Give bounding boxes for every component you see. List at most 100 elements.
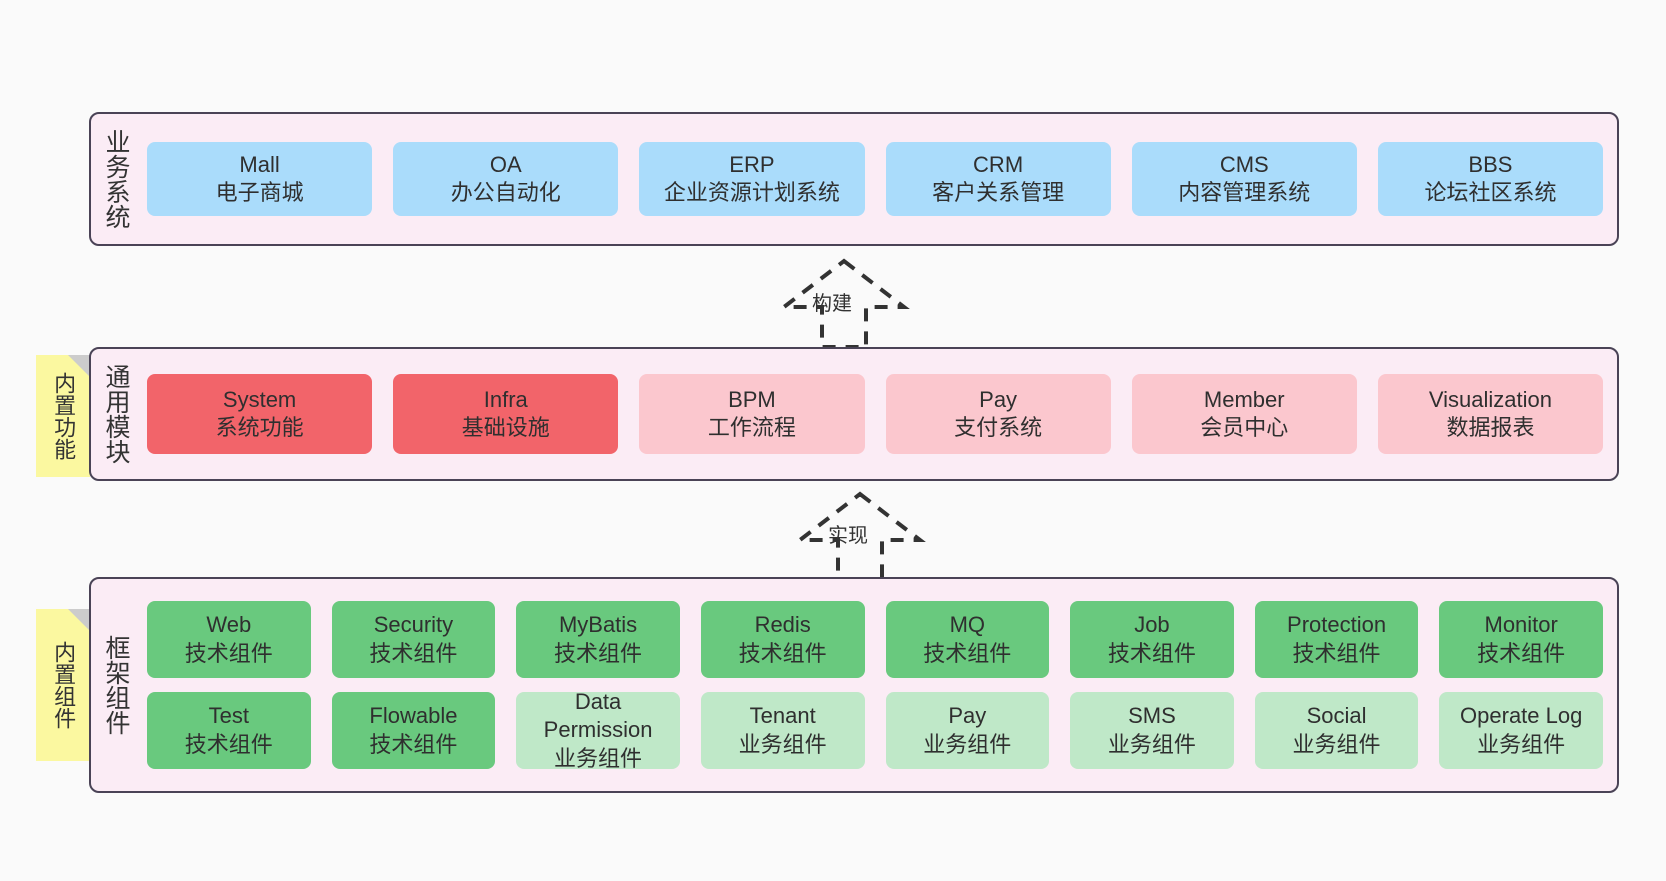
card-flowable[interactable]: Flowable 技术组件 [331, 692, 496, 769]
card-title-en: MQ [949, 612, 986, 638]
card-title-cn: 业务组件 [1107, 731, 1196, 757]
card-title-cn: 技术组件 [369, 731, 458, 757]
card-job[interactable]: Job 技术组件 [1070, 601, 1234, 678]
card-system[interactable]: System 系统功能 [147, 374, 373, 454]
card-tenant[interactable]: Tenant 业务组件 [700, 692, 865, 769]
card-monitor[interactable]: Monitor 技术组件 [1439, 601, 1603, 678]
card-web[interactable]: Web 技术组件 [147, 601, 311, 678]
card-title-cn: 基础设施 [461, 415, 550, 440]
dashed-generalization-arrow-icon [794, 491, 926, 582]
card-title-cn: 客户关系管理 [932, 180, 1065, 205]
card-title-cn: 论坛社区系统 [1424, 180, 1557, 205]
card-title-en: Monitor [1484, 612, 1558, 638]
card-title-cn: 技术组件 [738, 640, 827, 666]
card-crm[interactable]: CRM 客户关系管理 [885, 142, 1111, 216]
card-title-en: Visualization [1428, 386, 1552, 412]
layer-title-framework: 框架组件 [102, 635, 130, 735]
layer-body-business: Mall 电子商城 OA 办公自动化 ERP 企业资源计划系统 CRM 客户关系… [141, 114, 1617, 244]
layer-body-framework: Web 技术组件 Security 技术组件 MyBatis 技术组件 Redi… [141, 579, 1617, 791]
card-bpm[interactable]: BPM 工作流程 [639, 374, 865, 454]
card-redis[interactable]: Redis 技术组件 [700, 601, 865, 678]
card-title-cn: 办公自动化 [450, 180, 561, 205]
arrow-label-implement: 实现 [828, 525, 868, 547]
card-bbs[interactable]: BBS 论坛社区系统 [1377, 142, 1604, 216]
card-data-permission[interactable]: Data Permission 业务组件 [516, 689, 680, 771]
card-pay-component[interactable]: Pay 业务组件 [885, 692, 1050, 769]
card-title-en: Tenant [749, 703, 816, 729]
card-title-en: Job [1134, 612, 1170, 638]
card-visualization[interactable]: Visualization 数据报表 [1377, 374, 1604, 454]
card-cms[interactable]: CMS 内容管理系统 [1131, 142, 1357, 216]
card-title-en: OA [489, 151, 522, 177]
card-title-en: Social [1306, 703, 1367, 729]
card-title-cn: 技术组件 [369, 640, 458, 666]
card-social[interactable]: Social 业务组件 [1254, 692, 1419, 769]
card-title-cn: 会员中心 [1200, 415, 1289, 440]
card-title-en: CRM [973, 151, 1024, 177]
arrow-build [744, 255, 944, 350]
layer-business-system: 业务系统 Mall 电子商城 OA 办公自动化 ERP 企业资源计划系统 CRM… [89, 112, 1619, 246]
card-title-cn: 技术组件 [554, 640, 643, 666]
card-infra[interactable]: Infra 基础设施 [393, 374, 619, 454]
card-title-cn: 内容管理系统 [1178, 180, 1311, 205]
card-test[interactable]: Test 技术组件 [147, 692, 311, 769]
card-protection[interactable]: Protection 技术组件 [1254, 601, 1419, 678]
layer-common-modules: 通用模块 System 系统功能 Infra 基础设施 BPM 工作流程 Pay… [89, 347, 1619, 481]
card-title-en: Flowable [369, 703, 458, 729]
card-row: Test 技术组件 Flowable 技术组件 Data Permission … [147, 689, 1603, 771]
card-title-en: Mall [239, 151, 280, 177]
card-title-en: Redis [754, 612, 811, 638]
card-security[interactable]: Security 技术组件 [331, 601, 496, 678]
card-pay-module[interactable]: Pay 支付系统 [885, 374, 1111, 454]
arrow-label-build: 构建 [812, 293, 852, 315]
card-title-en: Web [206, 612, 252, 638]
card-sms[interactable]: SMS 业务组件 [1070, 692, 1234, 769]
card-title-en: BBS [1468, 151, 1513, 177]
card-mybatis[interactable]: MyBatis 技术组件 [516, 601, 680, 678]
card-title-en: MyBatis [558, 612, 638, 638]
card-title-en: Member [1203, 386, 1285, 412]
card-title-cn: 工作流程 [707, 415, 796, 440]
card-title-cn: 技术组件 [184, 640, 273, 666]
card-title-cn: 技术组件 [1107, 640, 1196, 666]
layer-framework-components: 框架组件 Web 技术组件 Security 技术组件 MyBatis 技术组件… [89, 577, 1619, 793]
card-title-cn: 数据报表 [1446, 415, 1535, 440]
card-row: System 系统功能 Infra 基础设施 BPM 工作流程 Pay 支付系统… [147, 374, 1604, 454]
card-title-cn: 技术组件 [1477, 640, 1566, 666]
sticky-note-builtin-components: 内置组件 [36, 609, 90, 761]
card-row: Mall 电子商城 OA 办公自动化 ERP 企业资源计划系统 CRM 客户关系… [147, 142, 1604, 216]
card-title-cn: 业务组件 [923, 731, 1012, 757]
card-title-en: ERP [729, 151, 775, 177]
card-title-cn: 电子商城 [215, 180, 304, 205]
card-title-cn: 业务组件 [1477, 731, 1566, 757]
card-mall[interactable]: Mall 电子商城 [147, 142, 373, 216]
card-title-en: Security [373, 612, 454, 638]
card-title-cn: 技术组件 [1292, 640, 1381, 666]
card-title-en: BPM [728, 386, 776, 412]
card-title-cn: 支付系统 [954, 415, 1043, 440]
card-title-en: Infra [483, 386, 528, 412]
card-title-en: Pay [948, 703, 987, 729]
layer-body-modules: System 系统功能 Infra 基础设施 BPM 工作流程 Pay 支付系统… [141, 349, 1617, 479]
sticky-note-builtin-features: 内置功能 [36, 355, 90, 477]
card-member[interactable]: Member 会员中心 [1131, 374, 1357, 454]
card-title-en: SMS [1128, 703, 1176, 729]
dashed-generalization-arrow-icon [778, 258, 910, 349]
card-title-cn: 业务组件 [738, 731, 827, 757]
card-title-en: Test [208, 703, 249, 729]
card-title-cn: 技术组件 [184, 731, 273, 757]
card-operate-log[interactable]: Operate Log 业务组件 [1439, 692, 1603, 769]
card-erp[interactable]: ERP 企业资源计划系统 [639, 142, 865, 216]
card-oa[interactable]: OA 办公自动化 [393, 142, 619, 216]
card-title-en: System [222, 386, 297, 412]
arrow-implement [760, 488, 960, 583]
card-title-en: Operate Log [1460, 703, 1583, 729]
card-title-en: Protection [1287, 612, 1387, 638]
card-mq[interactable]: MQ 技术组件 [885, 601, 1050, 678]
layer-title-business: 业务系统 [102, 129, 130, 229]
card-title-en: Pay [979, 386, 1018, 412]
card-title-cn: 业务组件 [1292, 731, 1381, 757]
card-title-en: CMS [1219, 151, 1269, 177]
card-title-cn: 业务组件 [554, 745, 643, 771]
card-title-cn: 技术组件 [923, 640, 1012, 666]
